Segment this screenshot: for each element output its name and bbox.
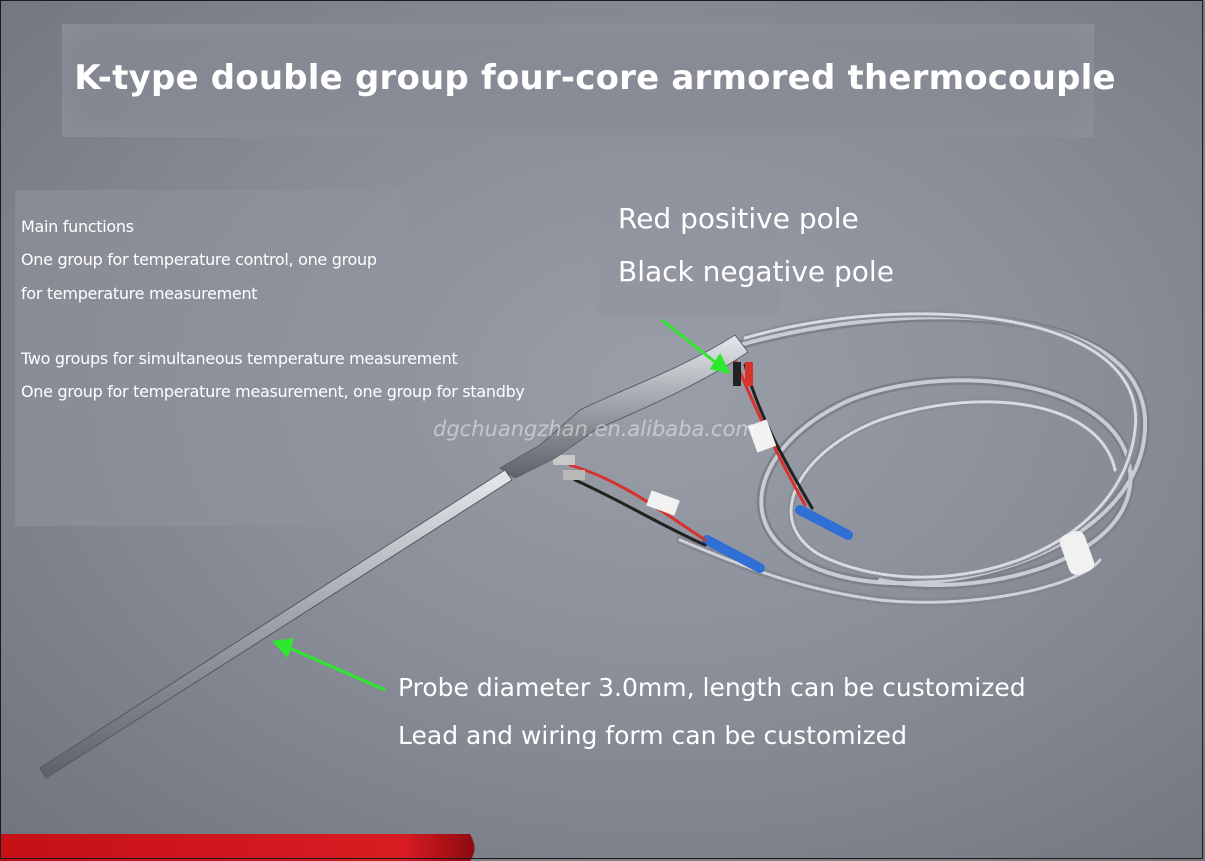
lower-wire-leads <box>553 455 707 547</box>
cable-tie <box>1059 531 1095 575</box>
main-functions-panel <box>15 190 407 526</box>
blue-sleeves <box>702 505 853 573</box>
main-functions-line: Two groups for simultaneous temperature … <box>21 349 458 368</box>
black-pole-label: Black negative pole <box>618 255 894 288</box>
main-functions-heading: Main functions <box>21 217 134 236</box>
probe-diameter-label: Probe diameter 3.0mm, length can be cust… <box>398 673 1026 702</box>
lead-wiring-label: Lead and wiring form can be customized <box>398 721 907 750</box>
pole-label-panel <box>598 189 781 316</box>
bottom-red-stripe <box>0 834 475 861</box>
main-functions-line: for temperature measurement <box>21 284 258 303</box>
probe-handle <box>499 334 749 479</box>
red-pole-label: Red positive pole <box>618 202 859 235</box>
main-functions-line: One group for temperature control, one g… <box>21 250 377 269</box>
page-title: K-type double group four-core armored th… <box>74 58 1116 98</box>
green-arrows <box>271 318 731 692</box>
probe-rod <box>39 469 513 779</box>
main-functions-line: One group for temperature measurement, o… <box>21 382 525 401</box>
watermark: dgchuangzhan.en.alibaba.com <box>433 417 756 441</box>
title-banner <box>62 24 1094 137</box>
braided-cable-coil <box>676 310 1150 607</box>
upper-wire-leads <box>733 358 814 510</box>
